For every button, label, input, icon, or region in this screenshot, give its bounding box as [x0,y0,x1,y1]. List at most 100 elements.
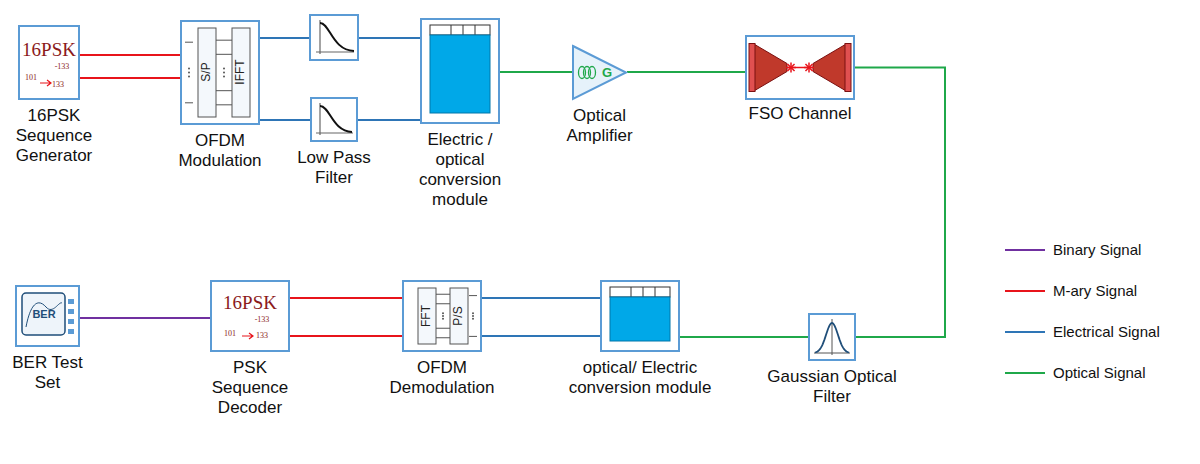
icon-stroke [216,90,232,91]
icon-text: 16PSK [22,40,76,59]
icon-stroke [805,64,812,71]
icon-stroke [472,312,474,314]
node-label: PSK Sequence Decoder [203,358,298,418]
icon-stroke [40,80,51,86]
icon-stroke [589,67,596,79]
node-label: optical/ Electric conversion module [553,358,728,398]
ber-tester: BERBER Test Set [15,285,80,347]
electrical-wire [260,37,310,39]
icon-text: FFT [420,305,432,327]
icon-stroke [472,318,474,320]
signal-line [290,297,402,299]
node-label: Optical Amplifier [552,106,647,146]
icon-stroke [442,312,444,314]
signal-line [855,68,945,338]
icon-stroke [198,28,216,117]
icon-stroke [216,54,232,55]
sequence-decoder: 16PSK-133133101PSK Sequence Decoder [210,280,290,352]
icon-stroke [753,44,787,92]
icon-text: 133 [52,81,64,89]
icon-stroke [573,46,626,99]
signal-line [482,335,600,337]
icon-stroke [26,303,62,327]
oe-converter: optical/ Electric conversion module [600,280,680,352]
legend-swatch [1005,249,1045,251]
icon-drawing [422,20,498,122]
icon-stroke [436,303,450,304]
icon-text: BER [32,309,55,320]
icon-stroke [450,288,468,344]
icon-stroke [223,76,225,78]
signal-line [80,77,180,79]
icon-stroke [845,44,851,92]
icon-stroke [469,336,477,337]
icon-stroke [188,67,190,69]
icon-stroke [68,329,74,334]
icon-stroke [442,315,444,317]
eo-converter: Electric / optical conversion module [420,18,500,124]
icon-stroke [610,287,670,297]
icon-text: 133 [256,332,268,340]
icon-stroke [610,297,670,341]
icon-stroke [418,288,436,344]
icon-stroke [436,294,450,295]
icon-stroke [469,295,477,296]
icon-stroke [223,67,225,69]
icon-stroke [319,103,320,135]
icon-stroke [188,72,190,74]
electrical-wire [358,37,420,39]
icon-text: -133 [255,316,270,324]
signal-line [482,297,600,299]
low-pass-filter-box [310,15,358,60]
icon-stroke [631,287,632,297]
signal-line [627,71,745,73]
icon-stroke [216,40,232,41]
icon-stroke [475,25,476,35]
icon-stroke [436,337,450,338]
icon-stroke [430,25,490,35]
icon-stroke [813,44,847,92]
icon-text: 101 [224,330,236,338]
icon-drawing [602,282,678,350]
icon-drawing [404,282,480,350]
icon-stroke [68,319,74,324]
icon-stroke [749,44,755,92]
legend-text: M-ary Signal [1053,282,1137,300]
icon-stroke [242,333,253,339]
legend-text: Optical Signal [1053,364,1146,382]
signal-line [290,335,402,337]
icon-text: S/P [200,62,212,81]
icon-stroke [188,76,190,78]
icon-stroke [643,287,644,297]
icon-stroke [436,328,450,329]
signal-line [680,336,808,338]
icon-stroke [832,319,833,355]
icon-stroke [430,35,490,113]
icon-text: -133 [55,63,70,71]
node-label: Low Pass Filter [289,148,379,188]
icon-text: G [602,66,612,79]
legend-swatch [1005,331,1045,333]
low-pass-filter: Low Pass Filter [310,97,358,142]
ofdm-demodulator: P/SFFTOFDM Demodulation [402,280,482,352]
legend-swatch [1005,290,1045,292]
filter-axis [316,51,354,52]
icon-text: IFFT [234,59,246,84]
icon-stroke [815,323,849,352]
ofdm-modulator: S/PIFFTOFDM Modulation [180,20,260,125]
icon-stroke [216,104,232,105]
icon-stroke [185,102,193,103]
icon-stroke [451,25,452,35]
icon-stroke [185,42,193,43]
signal-line [358,119,420,121]
icon-stroke [223,72,225,74]
icon-stroke [316,132,353,133]
icon-stroke [68,299,74,304]
icon-stroke [320,106,352,132]
legend-text: Electrical Signal [1053,323,1160,341]
signal-line [80,317,210,319]
node-label: BER Test Set [5,353,90,393]
icon-stroke [22,293,65,335]
icon-stroke [442,318,444,320]
